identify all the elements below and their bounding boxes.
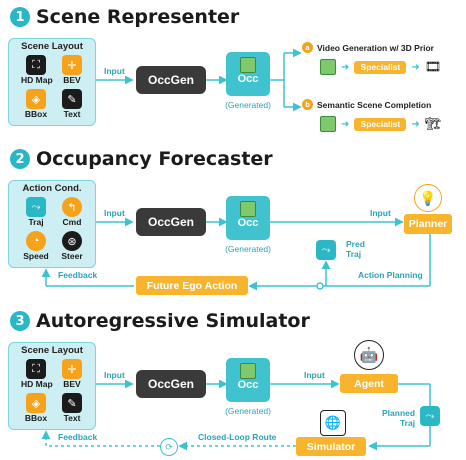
- occ-block: Occ: [226, 196, 270, 240]
- branch-b-flow: ➜ Specialist ➜ 🏗: [320, 116, 441, 132]
- section-title-text: Occupancy Forecaster: [36, 148, 273, 170]
- occgen-block: OccGen: [136, 370, 206, 398]
- traj-icon: ⤳: [26, 197, 46, 217]
- feedback-label: Feedback: [58, 270, 98, 280]
- text-icon: ✎: [62, 89, 82, 109]
- traj-label: Traj: [28, 217, 44, 227]
- occgen-block: OccGen: [136, 66, 206, 94]
- planned-traj-icon: ⤳: [420, 406, 440, 426]
- occ-block: Occ: [226, 52, 270, 96]
- hd-map-icon: ⛶: [26, 55, 46, 75]
- bev-icon: ✛: [62, 359, 82, 379]
- occupancy-cube-icon: [320, 116, 336, 132]
- agent-box: Agent: [340, 374, 398, 393]
- pred-traj-line-1: Pred: [346, 239, 365, 249]
- action-planning-label: Action Planning: [358, 270, 423, 280]
- arrow-right-icon: ➜: [411, 61, 420, 73]
- occ-label: Occ: [237, 217, 259, 229]
- lightbulb-icon: 💡: [414, 184, 442, 212]
- future-ego-action-box: Future Ego Action: [136, 276, 248, 295]
- occupancy-cube-icon: [240, 57, 256, 73]
- loop-route-icon: ⟳: [160, 438, 178, 456]
- branch-b-title: Semantic Scene Completion: [317, 99, 432, 110]
- branch-b-badge: b: [302, 99, 313, 110]
- section-number-badge: 1: [10, 7, 30, 27]
- occupancy-cube-icon: [320, 59, 336, 75]
- occgen-block: OccGen: [136, 208, 206, 236]
- generated-label: (Generated): [225, 244, 271, 254]
- scene-layout-panel: Scene Layout ⛶ HD Map ✛ BEV ◈ BBox ✎ Tex…: [8, 342, 96, 430]
- text-label: Text: [63, 109, 81, 119]
- branch-b-header: b Semantic Scene Completion: [302, 99, 431, 110]
- bbox-label: BBox: [24, 413, 48, 423]
- bev-label: BEV: [63, 379, 81, 389]
- section-3-title: 3 Autoregressive Simulator: [10, 310, 310, 332]
- occ-label: Occ: [237, 379, 259, 391]
- generated-label: (Generated): [225, 406, 271, 416]
- text-label: Text: [63, 413, 81, 423]
- cmd-icon: ↰: [62, 197, 82, 217]
- steer-icon: ⊛: [62, 231, 82, 251]
- occ-block: Occ: [226, 358, 270, 402]
- panel-title: Scene Layout: [21, 41, 83, 52]
- hd-map-icon: ⛶: [26, 359, 46, 379]
- input-label: Input: [104, 370, 125, 380]
- input-label: Input: [104, 66, 125, 76]
- branch-a-header: a Video Generation w/ 3D Prior: [302, 42, 434, 53]
- hd-map-label: HD Map: [21, 379, 53, 389]
- scene-completion-icon: 🏗: [424, 116, 442, 131]
- section-number-badge: 2: [10, 149, 30, 169]
- planned-traj-line-2: Traj: [399, 418, 416, 428]
- section-number-badge: 3: [10, 311, 30, 331]
- arrow-right-icon: ➜: [341, 61, 350, 73]
- simulator-scene-icon: 🌐: [320, 410, 346, 436]
- panel-title: Action Cond.: [22, 183, 82, 194]
- camera-film-icon: 🎞: [424, 59, 442, 74]
- planned-traj-line-1: Planned: [382, 408, 416, 418]
- closed-loop-route-label: Closed-Loop Route: [198, 432, 277, 442]
- input-label: Input: [304, 370, 325, 380]
- arrow-right-icon: ➜: [411, 118, 420, 130]
- speed-label: Speed: [23, 251, 49, 261]
- occupancy-cube-icon: [240, 201, 256, 217]
- robot-agent-icon: 🤖: [354, 340, 384, 370]
- bev-icon: ✛: [62, 55, 82, 75]
- branch-a-badge: a: [302, 42, 313, 53]
- simulator-box: Simulator: [296, 437, 366, 456]
- branch-a-title: Video Generation w/ 3D Prior: [317, 42, 434, 53]
- section-title-text: Scene Representer: [36, 6, 240, 28]
- text-icon: ✎: [62, 393, 82, 413]
- feedback-label: Feedback: [58, 432, 98, 442]
- specialist-box-a: Specialist: [354, 60, 407, 74]
- bev-label: BEV: [63, 75, 81, 85]
- branch-a-flow: ➜ Specialist ➜ 🎞: [320, 59, 441, 75]
- cmd-label: Cmd: [62, 217, 82, 227]
- pred-traj-icon: ⤳: [316, 240, 336, 260]
- section-title-text: Autoregressive Simulator: [36, 310, 310, 332]
- planner-box: Planner: [404, 214, 452, 234]
- panel-title: Scene Layout: [21, 345, 83, 356]
- arrow-right-icon: ➜: [341, 118, 350, 130]
- occupancy-cube-icon: [240, 363, 256, 379]
- input-label: Input: [104, 208, 125, 218]
- planned-traj-label: Planned Traj: [382, 408, 415, 428]
- input-label: Input: [370, 208, 391, 218]
- specialist-box-b: Specialist: [354, 117, 407, 131]
- section-2-title: 2 Occupancy Forecaster: [10, 148, 273, 170]
- occ-label: Occ: [237, 73, 259, 85]
- section-1-title: 1 Scene Representer: [10, 6, 239, 28]
- pred-traj-line-2: Traj: [346, 249, 362, 259]
- bbox-label: BBox: [24, 109, 48, 119]
- steer-label: Steer: [61, 251, 83, 261]
- action-cond-panel: Action Cond. ⤳ Traj ↰ Cmd ◔ Speed ⊛ Stee…: [8, 180, 96, 268]
- generated-label: (Generated): [225, 100, 271, 110]
- pred-traj-label: Pred Traj: [346, 239, 365, 259]
- speed-icon: ◔: [26, 231, 46, 251]
- scene-layout-panel: Scene Layout ⛶ HD Map ✛ BEV ◈ BBox ✎ Tex…: [8, 38, 96, 126]
- bbox-icon: ◈: [26, 89, 46, 109]
- hd-map-label: HD Map: [21, 75, 53, 85]
- bbox-icon: ◈: [26, 393, 46, 413]
